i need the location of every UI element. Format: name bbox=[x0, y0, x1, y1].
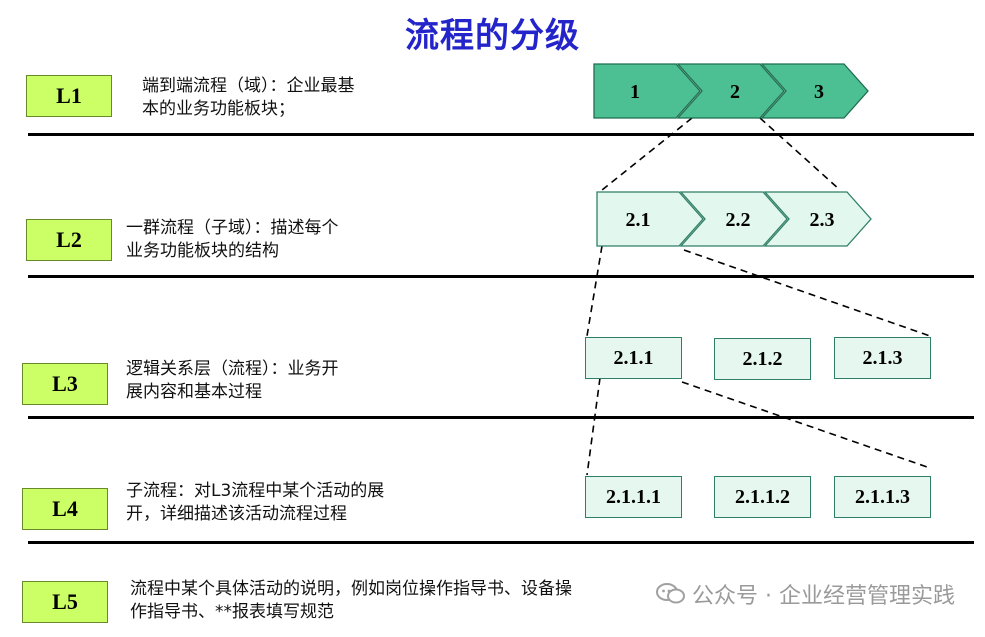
level-box-l2: L2 bbox=[26, 219, 112, 261]
connector-l3-l4-left bbox=[586, 377, 601, 476]
level-desc-l5-line1: 流程中某个具体活动的说明，例如岗位操作指导书、设备操 bbox=[130, 579, 572, 599]
l2-chevron-1 bbox=[596, 191, 704, 247]
connector-l1-l2-left bbox=[601, 117, 693, 191]
l4-node-2-1-1-2: 2.1.1.2 bbox=[714, 476, 811, 518]
watermark: 公众号 · 企业经营管理实践 bbox=[656, 578, 955, 610]
l1-chevron-3 bbox=[760, 63, 869, 119]
level-desc-l4-line1: 子流程：对L3流程中某个活动的展 bbox=[126, 481, 385, 501]
connector-l2-l3-right bbox=[683, 249, 931, 337]
l1-chevron-2 bbox=[676, 63, 785, 119]
l3-node-2-1-2: 2.1.2 bbox=[714, 338, 811, 380]
level-desc-l1: 端到端流程（域）：企业最基 本的业务功能板块； bbox=[142, 75, 355, 121]
l3-node-2-1-3: 2.1.3 bbox=[834, 337, 931, 379]
level-desc-l1-line1: 端到端流程（域）：企业最基 bbox=[142, 76, 355, 96]
level-divider bbox=[28, 133, 974, 136]
level-desc-l5-line2: 作指导书、**报表填写规范 bbox=[130, 602, 334, 622]
l1-chevron-label-2: 2 bbox=[730, 81, 740, 103]
l4-node-2-1-1-3: 2.1.1.3 bbox=[834, 476, 931, 518]
level-desc-l4-line2: 开，详细描述该活动流程过程 bbox=[126, 504, 347, 524]
level-desc-l3-line1: 逻辑关系层（流程）：业务开 bbox=[126, 359, 339, 379]
level-desc-l2-line2: 业务功能板块的结构 bbox=[126, 241, 279, 261]
l1-chevron-label-1: 1 bbox=[630, 81, 640, 103]
wechat-icon bbox=[656, 582, 686, 606]
connector-l2-l3-left bbox=[586, 245, 603, 337]
l3-node-2-1-1: 2.1.1 bbox=[585, 337, 682, 379]
level-box-l5: L5 bbox=[22, 581, 108, 623]
level-desc-l4: 子流程：对L3流程中某个活动的展 开，详细描述该活动流程过程 bbox=[126, 480, 384, 526]
l2-chevron-2 bbox=[679, 191, 788, 247]
level-divider bbox=[28, 541, 974, 544]
l4-node-2-1-1-1: 2.1.1.1 bbox=[585, 476, 682, 518]
l2-chevron-label-3: 2.3 bbox=[810, 209, 835, 231]
l1-chevron-label-3: 3 bbox=[814, 81, 824, 103]
l1-chevron-1 bbox=[593, 63, 701, 119]
connector-l3-l4-right bbox=[681, 381, 931, 469]
level-box-l3: L3 bbox=[22, 363, 108, 405]
level-desc-l2: 一群流程（子域）：描述每个 业务功能板块的结构 bbox=[126, 217, 339, 263]
level-desc-l1-line2: 本的业务功能板块； bbox=[142, 99, 295, 119]
l2-chevron-group: 2.1 2.2 2.3 bbox=[596, 191, 872, 247]
level-divider bbox=[28, 416, 974, 419]
level-desc-l3-line2: 展内容和基本过程 bbox=[126, 382, 262, 402]
l2-chevron-3 bbox=[763, 191, 872, 247]
level-divider bbox=[28, 275, 974, 278]
level-desc-l3: 逻辑关系层（流程）：业务开 展内容和基本过程 bbox=[126, 358, 339, 404]
level-box-l4: L4 bbox=[22, 488, 108, 530]
l1-chevron-group: 1 2 3 bbox=[593, 63, 869, 119]
l2-chevron-label-1: 2.1 bbox=[626, 209, 651, 231]
l2-chevron-label-2: 2.2 bbox=[726, 209, 751, 231]
page-title: 流程的分级 bbox=[405, 16, 580, 56]
level-box-l1: L1 bbox=[26, 75, 112, 117]
connector-l1-l2-right bbox=[759, 117, 841, 191]
watermark-text: 公众号 · 企业经营管理实践 bbox=[692, 584, 955, 609]
level-desc-l2-line1: 一群流程（子域）：描述每个 bbox=[126, 218, 339, 238]
level-desc-l5: 流程中某个具体活动的说明，例如岗位操作指导书、设备操 作指导书、**报表填写规范 bbox=[130, 578, 572, 624]
